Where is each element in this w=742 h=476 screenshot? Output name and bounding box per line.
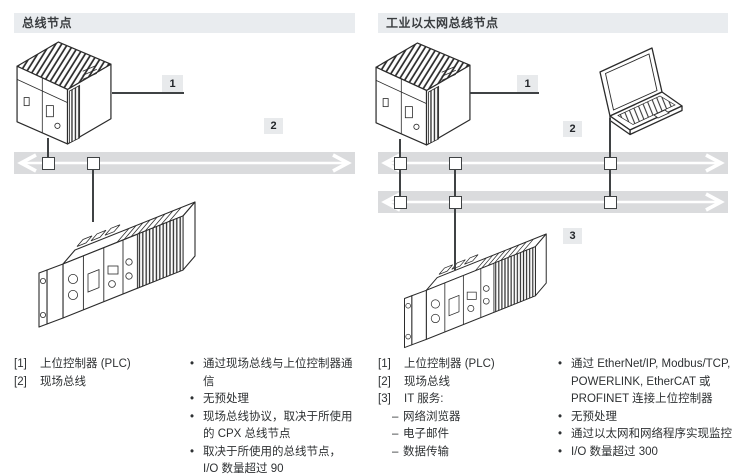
inter-band-line: [609, 169, 611, 197]
legend-item: [2] 现场总线: [378, 374, 553, 392]
inter-band-line: [454, 169, 456, 197]
inter-band-line: [399, 169, 401, 197]
bus-node-connector: [603, 156, 617, 170]
legend-text: 现场总线: [404, 375, 450, 388]
legend-index: [3]: [378, 393, 391, 405]
dash-icon: –: [392, 410, 399, 423]
feature-item: • I/O 数量超过 300: [558, 444, 734, 462]
section-title-ethernet-node: 工业以太网总线节点: [378, 13, 728, 33]
feature-text: 无预处理: [203, 393, 249, 405]
bus-node-connector: [393, 156, 407, 170]
bullet-icon: •: [190, 410, 195, 423]
bullet-icon: •: [558, 428, 563, 440]
bullet-icon: •: [190, 445, 195, 458]
cpx-terminal-illustration: [399, 214, 549, 353]
bullet-icon: •: [190, 358, 195, 370]
dash-icon: –: [392, 445, 399, 458]
legend-text: IT 服务:: [404, 393, 444, 405]
plc-drop-line: [399, 139, 401, 158]
legend-item: [2] 现场总线: [14, 374, 184, 392]
plc-illustration: [375, 40, 472, 147]
feature-item: • 通过现场总线与上位控制器通信: [190, 356, 354, 391]
legend-text: 上位控制器 (PLC): [404, 358, 495, 370]
legend-text: 上位控制器 (PLC): [40, 358, 131, 370]
it-service-text: 网络浏览器: [403, 410, 461, 423]
feature-item: • 取决于所使用的总线节点，I/O 数量超过 90: [190, 444, 354, 476]
feature-text: 通过现场总线与上位控制器通信: [203, 358, 353, 388]
bus-arrows-icon: [381, 192, 725, 212]
cpx-terminal-illustration: [33, 180, 198, 333]
it-service-text: 电子邮件: [403, 428, 449, 440]
legend-index: [1]: [378, 358, 391, 370]
bus-node-connector: [42, 156, 55, 170]
bus-node-connector: [448, 195, 462, 209]
callout-1: 1: [162, 75, 183, 92]
legend-item: [1] 上位控制器 (PLC): [14, 356, 184, 374]
cpx-drop-line: [92, 169, 94, 222]
callout-1: 1: [517, 75, 538, 92]
feature-item: • 现场总线协议，取决于所使用的 CPX 总线节点: [190, 409, 354, 444]
legend-fieldbus: [1] 上位控制器 (PLC) [2] 现场总线: [14, 356, 184, 391]
feature-text: 通过以太网和网络程序实现监控: [571, 428, 732, 440]
legend-ethernet: [1] 上位控制器 (PLC) [2] 现场总线 [3] IT 服务: – 网络…: [378, 356, 553, 461]
feature-item: • 无预处理: [558, 409, 734, 427]
bus-node-connector: [87, 156, 100, 170]
it-service-text: 数据传输: [403, 445, 449, 458]
feature-list-ethernet: • 通过 EtherNet/IP, Modbus/TCP, POWERLINK,…: [558, 356, 734, 461]
feature-text: 无预处理: [571, 410, 617, 423]
feature-text: 现场总线协议，取决于所使用的 CPX 总线节点: [203, 410, 353, 441]
bullet-icon: •: [190, 393, 195, 405]
callout-2: 2: [563, 121, 582, 137]
callout-line: [470, 92, 539, 94]
legend-index: [1]: [14, 358, 27, 370]
feature-item: • 通过以太网和网络程序实现监控: [558, 426, 734, 444]
plc-drop-line: [47, 138, 49, 158]
bus-arrows-icon: [17, 153, 352, 173]
callout-3: 3: [563, 228, 582, 244]
legend-item: [1] 上位控制器 (PLC): [378, 356, 553, 374]
feature-list-fieldbus: • 通过现场总线与上位控制器通信 • 无预处理 • 现场总线协议，取决于所使用的…: [190, 356, 354, 476]
feature-item: • 通过 EtherNet/IP, Modbus/TCP, POWERLINK,…: [558, 356, 734, 409]
legend-index: [2]: [378, 375, 391, 388]
bullet-icon: •: [558, 410, 563, 423]
bus-node-connector: [448, 156, 462, 170]
dash-icon: –: [392, 428, 399, 440]
callout-2: 2: [264, 118, 283, 134]
legend-text: 现场总线: [40, 375, 86, 388]
it-service-item: – 电子邮件: [378, 426, 553, 444]
bus-node-connector: [603, 195, 617, 209]
feature-text: 取决于所使用的总线节点，I/O 数量超过 90: [203, 445, 341, 476]
feature-text: 通过 EtherNet/IP, Modbus/TCP, POWERLINK, E…: [571, 358, 731, 405]
callout-line: [112, 92, 184, 94]
section-title-fieldbus-node: 总线节点: [14, 13, 355, 33]
bus-node-connector: [393, 195, 407, 209]
feature-text: I/O 数量超过 300: [571, 445, 658, 458]
it-service-item: – 数据传输: [378, 444, 553, 462]
cpx-drop-line: [454, 208, 456, 270]
it-service-item: – 网络浏览器: [378, 409, 553, 427]
laptop-drop-line: [609, 118, 611, 158]
bullet-icon: •: [558, 445, 563, 458]
ethernet-band-lower: [378, 191, 728, 213]
legend-index: [2]: [14, 375, 27, 388]
bus-arrows-icon: [381, 153, 725, 173]
laptop-illustration: [580, 44, 686, 138]
feature-item: • 无预处理: [190, 391, 354, 409]
bullet-icon: •: [558, 358, 563, 370]
plc-illustration: [16, 39, 113, 146]
legend-item: [3] IT 服务:: [378, 391, 553, 409]
ethernet-band-upper: [378, 152, 728, 174]
fieldbus-band: [14, 152, 355, 174]
